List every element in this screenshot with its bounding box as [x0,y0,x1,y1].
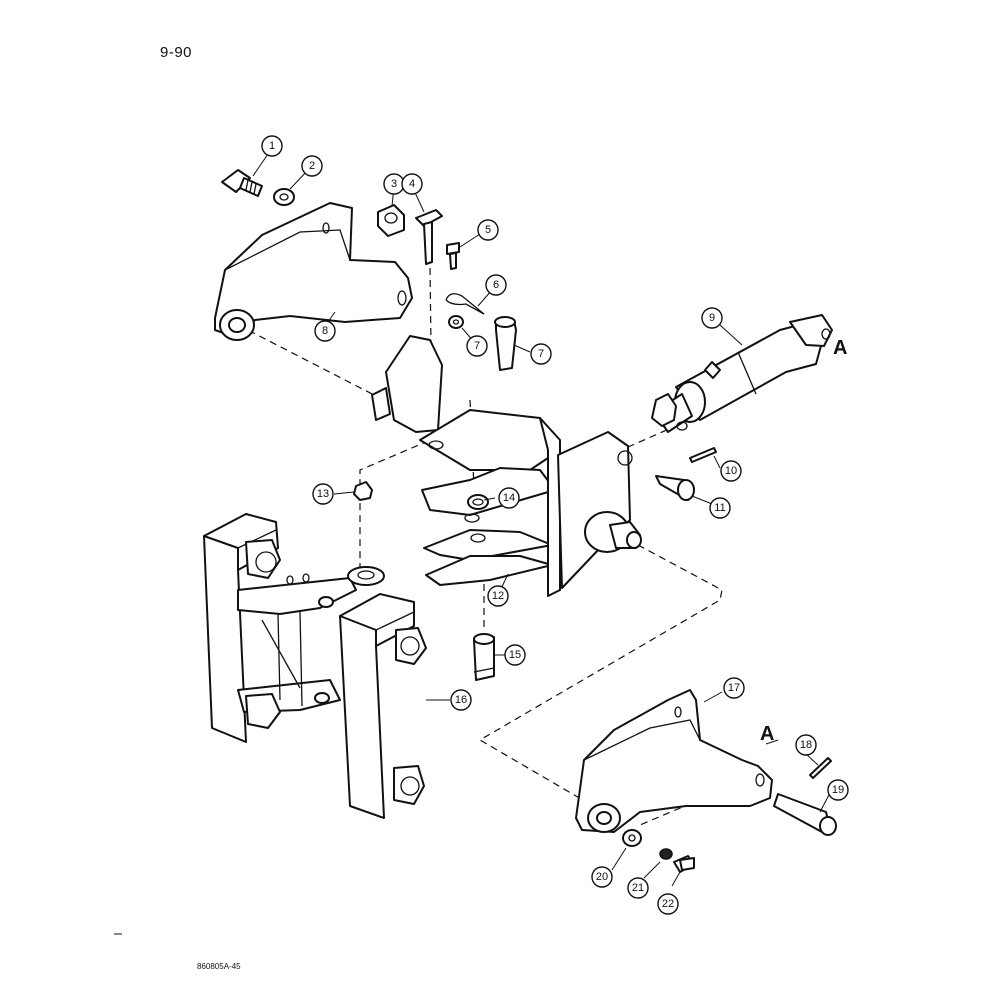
part-15-pin [494,316,517,371]
svg-text:20: 20 [596,871,608,883]
svg-text:14: 14 [503,492,515,504]
svg-text:8: 8 [322,325,328,337]
part-17-bolt [446,242,460,270]
svg-text:1: 1 [269,140,275,152]
callout-14: 4 [401,173,423,195]
svg-text:7: 7 [538,348,544,360]
callout-18: 7 [466,335,488,357]
svg-text:5: 5 [485,224,491,236]
svg-text:3: 3 [391,178,397,190]
callout-20: 16 [450,689,472,711]
part-2-lower-bracket [575,689,773,833]
svg-text:17: 17 [728,682,740,694]
part-12-nut [659,848,673,860]
callout-9: 2 [301,155,323,177]
part-7-cotter-pin-lower [809,757,832,779]
part-8-bolt [221,169,263,197]
svg-text:18: 18 [800,739,812,751]
svg-text:9: 9 [709,312,715,324]
callout-6: 19 [827,779,849,801]
callout-7-upper: 10 [720,460,742,482]
callout-19: 13 [312,483,334,505]
callout-12: 21 [627,877,649,899]
callout-8: 1 [261,135,283,157]
callout-15: 7 [530,343,552,365]
callout-21: 15 [504,644,526,666]
callout-3: 8 [314,320,336,342]
part-14-t-pin [415,209,443,265]
part-16-clip [445,293,485,315]
part-18-washer [448,315,464,329]
callout-16: 6 [485,274,507,296]
svg-text:10: 10 [725,465,737,477]
part-20-hitch-frame [203,513,427,819]
part-22-ring [467,494,489,510]
svg-text:15: 15 [509,649,521,661]
svg-text:12: 12 [492,590,504,602]
part-9-washer [273,188,295,206]
svg-text:7: 7 [474,340,480,352]
svg-text:21: 21 [632,882,644,894]
callout-1: 12 [487,585,509,607]
svg-text:16: 16 [455,694,467,706]
svg-text:13: 13 [317,488,329,500]
part-21-pin [473,633,495,681]
page-number: 9-90 [160,44,193,61]
callout-17: 5 [477,219,499,241]
leader-lines [252,153,831,887]
svg-text:22: 22 [662,898,674,910]
svg-text:19: 19 [832,784,844,796]
figure-code: 860805A-45 [197,962,241,971]
callout-2: 17 [723,677,745,699]
reference-mark-a-right: A [833,337,847,359]
callout-5: 11 [709,497,731,519]
part-6-pin [773,793,837,836]
part-7-cotter-pin-upper [689,447,717,463]
part-19-nut [353,481,373,501]
part-3-upper-bracket [214,202,413,341]
svg-text:6: 6 [493,279,499,291]
part-4-hydraulic-cylinder [651,314,833,433]
callout-10: 3 [383,173,405,195]
svg-text:2: 2 [309,160,315,172]
part-13-washer [622,829,642,847]
part-5-pin [655,475,695,501]
callout-11: 22 [657,893,679,915]
callout-7-lower: 18 [795,734,817,756]
reference-mark-a-lower: A [760,723,774,745]
svg-text:11: 11 [714,502,725,514]
callout-4: 9 [701,307,723,329]
part-11-bolt [673,855,695,873]
svg-text:4: 4 [409,178,415,190]
part-10-nut [377,204,405,237]
part-1-main-bracket [371,335,642,597]
callout-22: 14 [498,487,520,509]
callout-13: 20 [591,866,613,888]
